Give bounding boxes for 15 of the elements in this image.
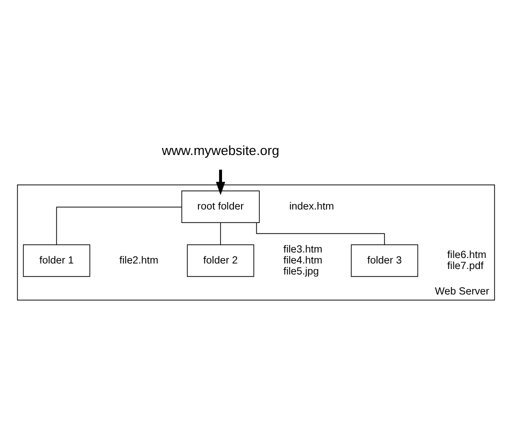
node-label: file2.htm <box>119 255 158 266</box>
node-text: www.mywebsite.org <box>162 142 280 158</box>
connector <box>220 222 221 246</box>
node-box: folder 2 <box>186 244 254 277</box>
node-label: file4.htm <box>283 255 322 266</box>
connector <box>56 206 182 245</box>
node-box: folder 1 <box>22 244 90 277</box>
node-box: folder 3 <box>350 244 418 277</box>
node-label: file3.htm <box>283 244 322 256</box>
node-label: file5.jpg <box>283 266 319 278</box>
node-label: file6.htm <box>447 250 486 261</box>
arrow <box>216 170 226 196</box>
node-box: root folder <box>181 190 260 223</box>
node-label: file7.pdf <box>447 260 484 272</box>
node-label: index.htm <box>289 201 334 212</box>
